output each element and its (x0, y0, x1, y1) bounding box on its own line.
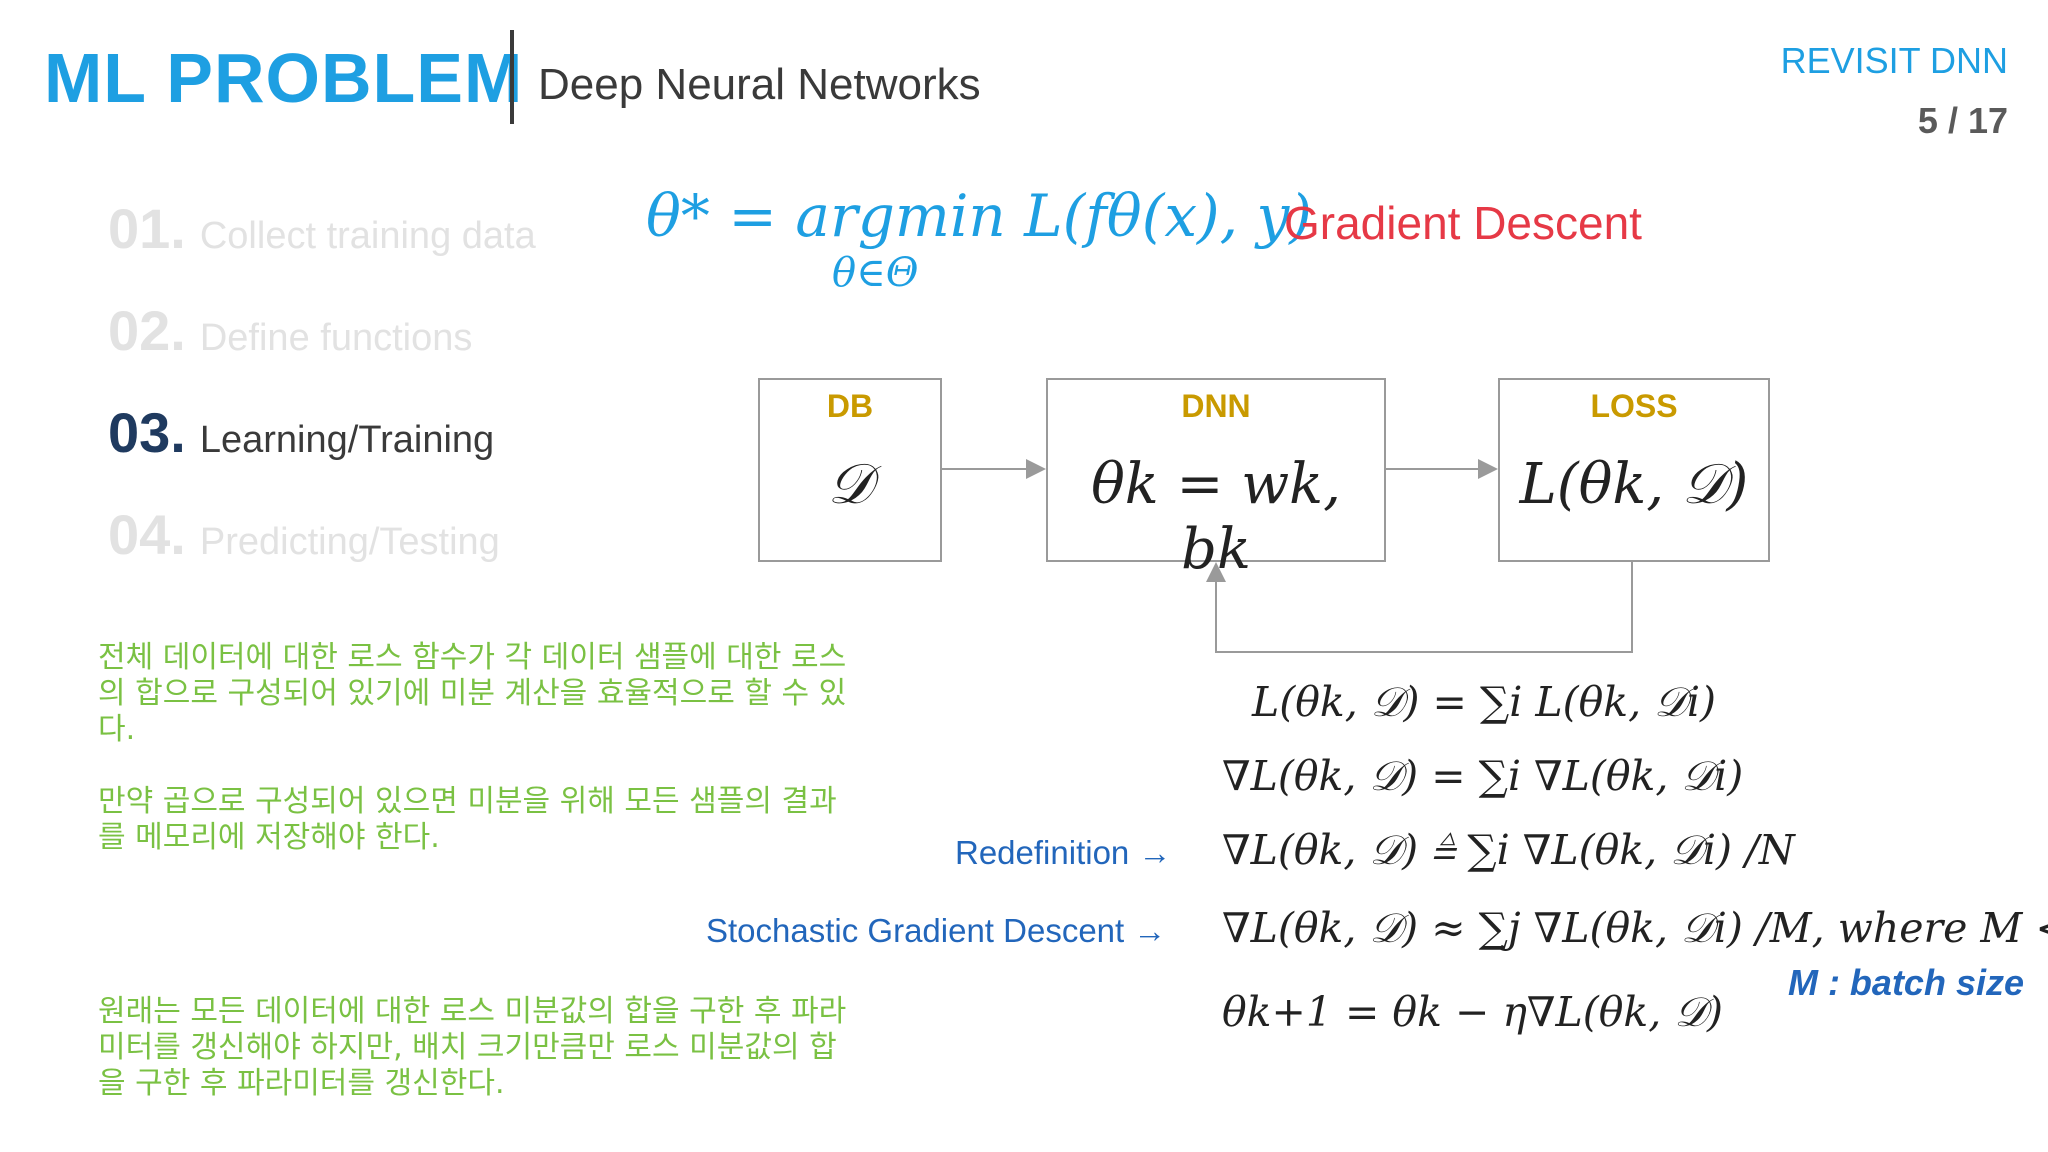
redefinition-label: Redefinition → (955, 834, 1172, 871)
arrow-loss-feedback (1206, 562, 1633, 653)
equation-loss-sum: L(θk, 𝒟) = ∑i L(θk, 𝒟i) (1252, 678, 1717, 726)
loss-box: LOSS L(θk, 𝒟) (1498, 378, 1770, 562)
page-subtitle: Deep Neural Networks (538, 60, 981, 109)
equation-gradient-sum: ∇L(θk, 𝒟) = ∑i ∇L(θk, 𝒟i) (1222, 752, 1744, 800)
loss-box-math: L(θk, 𝒟) (1519, 452, 1749, 517)
step-number: 02. (108, 299, 186, 362)
objective-subscript: θ∈Θ (832, 250, 919, 296)
loss-box-label: LOSS (1590, 388, 1678, 424)
page-number: 5 / 17 (1917, 100, 2008, 141)
step-label: Define functions (199, 317, 473, 359)
batch-size-note: M : batch size (1787, 962, 2024, 1003)
step-item-learning-training: 03. Learning/Training (108, 400, 494, 465)
step-number: 03. (108, 401, 186, 464)
dnn-box-label: DNN (1181, 388, 1251, 424)
note-paragraph-sum: 전체 데이터에 대한 로스 함수가 각 데이터 샘플에 대한 로스의 합으로 구… (98, 640, 847, 747)
step-item-define-functions: 02. Define functions (108, 298, 472, 363)
db-box-label: DB (826, 388, 874, 424)
equation-sgd: ∇L(θk, 𝒟) ≈ ∑j ∇L(θk, 𝒟i) /M, where M < … (1222, 904, 2048, 952)
equation-update-rule: θk+1 = θk − η∇L(θk, 𝒟) (1222, 988, 1724, 1036)
step-number: 04. (108, 503, 186, 566)
step-label: Learning/Training (199, 419, 495, 461)
page-title: ML PROBLEM (44, 39, 524, 117)
title-divider (510, 30, 514, 124)
step-label: Collect training data (199, 215, 536, 257)
dnn-box: DNN θk = wk, bk (1046, 378, 1386, 582)
sgd-label: Stochastic Gradient Descent → (706, 912, 1167, 949)
step-number: 01. (108, 197, 186, 260)
section-label: REVISIT DNN (1780, 40, 2008, 81)
dnn-box-math: θk = wk, bk (1091, 452, 1341, 582)
equation-redefinition: ∇L(θk, 𝒟) ≜ ∑i ∇L(θk, 𝒟i) /N (1222, 826, 1795, 874)
db-box: DB 𝒟 (758, 378, 942, 562)
note-paragraph-product: 만약 곱으로 구성되어 있으면 미분을 위해 모든 샘플의 결과를 메모리에 저… (98, 784, 837, 855)
objective-formula: θ* = argmin L(fθ(x), y) (646, 182, 1312, 250)
step-label: Predicting/Testing (199, 521, 500, 563)
db-box-math: 𝒟 (827, 452, 873, 517)
note-paragraph-batch: 원래는 모든 데이터에 대한 로스 미분값의 합을 구한 후 파라미터를 갱신해… (98, 994, 847, 1101)
step-item-collect-data: 01. Collect training data (108, 196, 536, 261)
step-item-predicting-testing: 04. Predicting/Testing (108, 502, 500, 567)
gradient-descent-label: Gradient Descent (1284, 197, 1642, 249)
